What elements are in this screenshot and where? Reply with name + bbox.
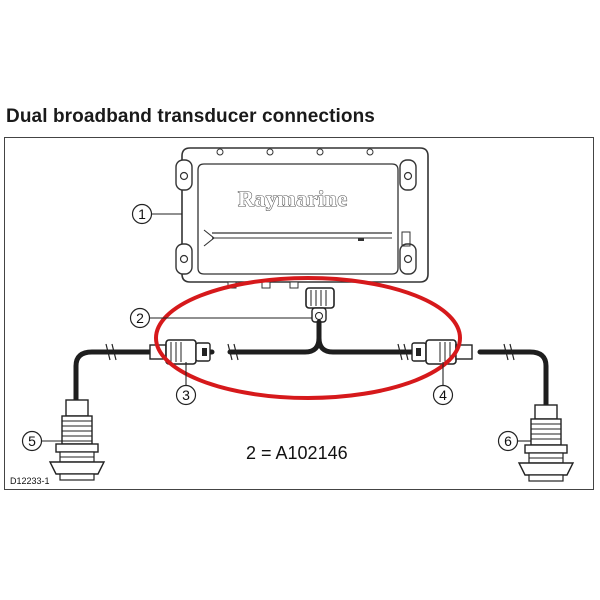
- callout-6-label: 6: [504, 433, 512, 449]
- diagram-title: Dual broadband transducer connections: [6, 106, 375, 127]
- y-cable-connector: [305, 287, 335, 323]
- highlight-ellipse: [154, 276, 462, 400]
- callout-2-label: 2: [136, 310, 144, 326]
- callout-4-label: 4: [439, 387, 447, 403]
- callout-1: 1: [131, 203, 153, 225]
- callout-2: 2: [129, 307, 151, 329]
- sounder-module: Raymarine: [175, 147, 429, 289]
- callout-3-label: 3: [182, 387, 190, 403]
- part-number-note: 2 = A102146: [246, 443, 348, 463]
- callout-5: 5: [21, 430, 43, 452]
- left-transducer: [48, 399, 106, 481]
- callout-leaders: [42, 213, 531, 442]
- drawing-code: D12233-1: [10, 476, 50, 486]
- callout-4: 4: [432, 384, 454, 406]
- callout-1-label: 1: [138, 206, 146, 222]
- cable-break-marks: [105, 343, 515, 361]
- right-inline-connector: [411, 339, 473, 365]
- callout-6: 6: [497, 430, 519, 452]
- cable-assembly: [73, 319, 549, 408]
- callout-3: 3: [175, 384, 197, 406]
- brand-logo: Raymarine: [238, 186, 348, 211]
- diagram-frame: [4, 137, 594, 490]
- callout-5-label: 5: [28, 433, 36, 449]
- right-transducer: [517, 404, 575, 482]
